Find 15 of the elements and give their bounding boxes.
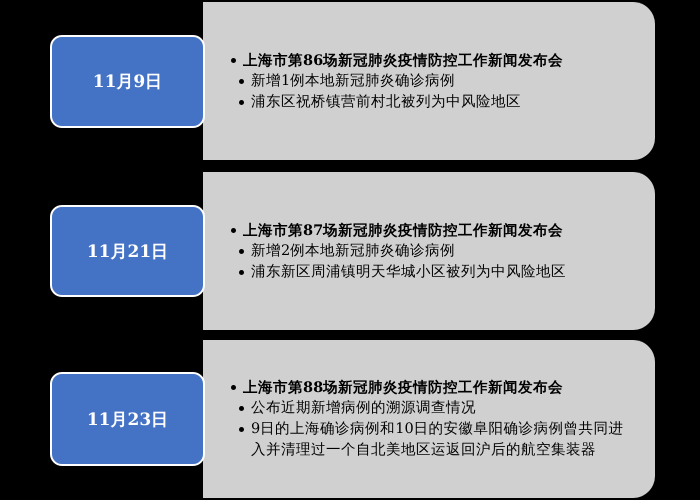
panel-heading: 上海市第87场新冠肺炎疫情防控工作新闻发布会: [243, 222, 564, 238]
bullet-text: 浦东新区周浦镇明天华城小区被列为中风险地区: [251, 264, 566, 280]
bullet-text: 9日的上海确诊病例和10日的安徽阜阳确诊病例曾共同进入并清理过一个自北美地区运返回沪后的航空集装器: [251, 421, 624, 458]
bullet-text: 新增1例本地新冠肺炎确诊病例: [251, 72, 456, 88]
panel-heading: 上海市第88场新冠肺炎疫情防控工作新闻发布会: [243, 379, 564, 396]
date-box: 11月9日: [50, 35, 205, 128]
date-box: 11月21日: [50, 205, 205, 297]
panel-heading: 上海市第86场新冠肺炎疫情防控工作新闻发布会: [243, 52, 564, 68]
bullet-text: 新增2例本地新冠肺炎确诊病例: [251, 242, 456, 258]
bullet-text: 浦东区祝桥镇营前村北被列为中风险地区: [251, 94, 521, 110]
info-panel: [203, 172, 655, 330]
info-panel: [203, 340, 655, 498]
bullet-text: 公布近期新增病例的溯源调查情况: [251, 400, 476, 416]
info-panel: [203, 2, 655, 160]
date-box: 11月23日: [50, 372, 205, 466]
